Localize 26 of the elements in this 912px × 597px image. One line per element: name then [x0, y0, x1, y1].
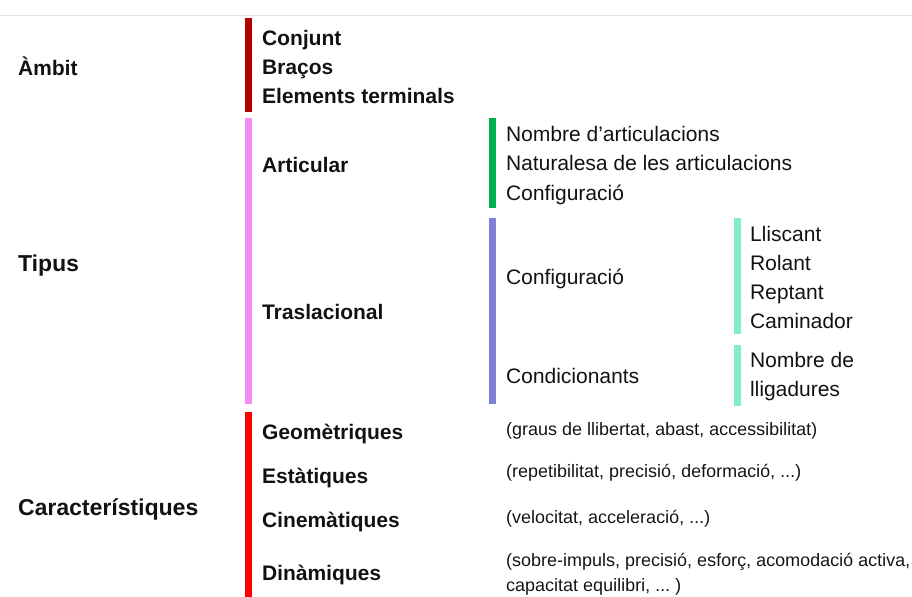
- subcategory-label: Braços: [262, 54, 334, 80]
- category-label: Característiques: [18, 493, 198, 522]
- subcategory-label: Conjunt: [262, 26, 342, 52]
- subcategory-label: Cinemàtiques: [262, 508, 400, 534]
- item-label: Nombre de lligadures: [750, 348, 855, 402]
- item-label: Reptant: [750, 280, 824, 306]
- category-label: Àmbit: [18, 55, 78, 82]
- subcategory-label: Articular: [262, 152, 348, 178]
- description-text: (repetibilitat, precisió, deformació, ...): [506, 460, 802, 483]
- item-label: Configuració: [506, 264, 624, 290]
- item-label: Caminador: [750, 308, 853, 334]
- subcategory-label: Traslacional: [262, 300, 384, 326]
- subcategory-label: Elements terminals: [262, 84, 455, 110]
- item-label: Lliscant: [750, 222, 822, 248]
- item-label: Naturalesa de les articulacions: [506, 150, 792, 176]
- item-label: Condicionants: [506, 364, 640, 390]
- description-text: (velocitat, acceleració, ...): [506, 506, 710, 529]
- category-label: Tipus: [18, 249, 79, 278]
- description-text: (graus de llibertat, abast, accessibilitat): [506, 418, 818, 441]
- subcategory-label: Dinàmiques: [262, 560, 382, 586]
- item-label: Configuració: [506, 180, 624, 206]
- item-label: Nombre d’articulacions: [506, 122, 720, 148]
- subcategory-label: Geomètriques: [262, 420, 404, 446]
- item-label: Rolant: [750, 250, 811, 276]
- subcategory-label: Estàtiques: [262, 464, 368, 490]
- description-text: (sobre-impuls, precisió, esforç, acomodació activa, capacitat equilibri, ... ): [506, 548, 911, 597]
